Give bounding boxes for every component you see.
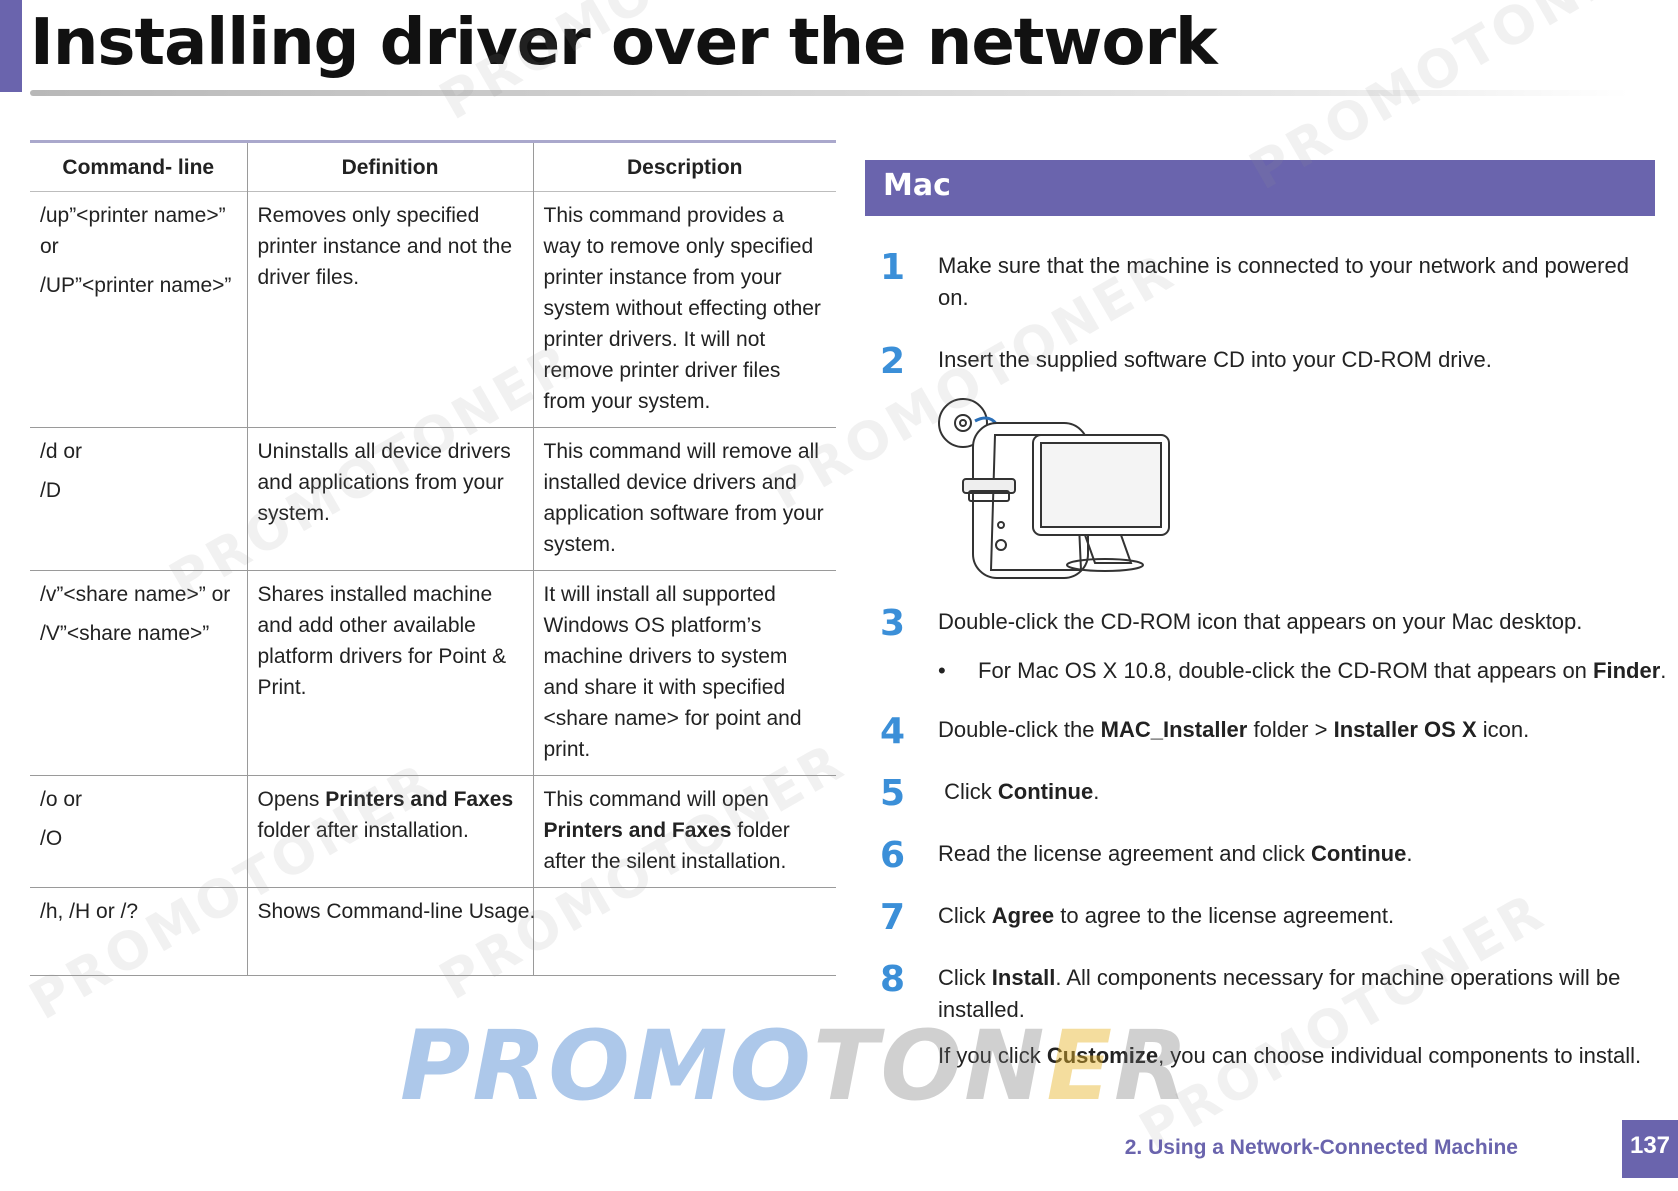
step-number: 4 (880, 711, 906, 752)
step-text: Double-click the CD-ROM icon that appear… (938, 609, 1583, 634)
page-number: 137 (1622, 1120, 1678, 1178)
step-text: . (1093, 779, 1100, 804)
description-cell: This command provides a way to remove on… (532, 191, 836, 428)
step-text: Click (938, 779, 998, 804)
step-text: Make sure that the machine is connected … (938, 253, 1629, 310)
step-bold-text: MAC_Installer (1100, 717, 1248, 742)
step-text: . All components necessary for machine o… (938, 965, 1621, 1022)
step-bold-text: Continue (1311, 841, 1407, 866)
definition-cell: Shows Command-line Usage. (246, 887, 535, 976)
command-text: /V”<share name>” (40, 622, 210, 645)
step-number: 3 (880, 603, 906, 644)
title-accent-bar (0, 0, 22, 92)
customize-note: If you click Customize, you can choose i… (938, 1040, 1668, 1072)
mac-section-title: Mac (883, 168, 951, 203)
step-text: Double-click the (938, 717, 1101, 742)
command-text: /h, /H or /? (40, 900, 139, 923)
column-header-description: Description (532, 141, 836, 192)
command-text: /v”<share name>” or (40, 583, 231, 606)
description-cell: This command will remove all installed d… (532, 427, 836, 571)
definition-cell: Shares installed machine and add other a… (246, 570, 533, 776)
step-number: 2 (880, 341, 906, 382)
footer-section-label: 2. Using a Network-Connected Machine (1124, 1136, 1518, 1159)
step-text: Read the license agreement and click (938, 841, 1311, 866)
bullet-text: For Mac OS X 10.8, double-click the CD-R… (978, 658, 1594, 683)
cd-insert-illustration (938, 398, 1170, 579)
definition-cell: Uninstalls all device drivers and applic… (246, 427, 533, 571)
table-row: /up”<printer name>” or /UP”<printer name… (30, 191, 836, 428)
step-bold-text: Install (991, 965, 1056, 990)
command-text: /d or (40, 440, 83, 463)
description-bold-text: Printers and Faxes (543, 819, 732, 842)
step-text: folder > (1247, 717, 1334, 742)
note-bold-text: Customize (1046, 1043, 1159, 1068)
mac-section-header: Mac (865, 160, 1655, 216)
command-text: /O (40, 827, 63, 850)
note-text: If you click (938, 1043, 1047, 1068)
command-text: /up”<printer name>” or (40, 204, 226, 258)
definition-bold-text: Printers and Faxes (325, 788, 514, 811)
table-row: /h, /H or /? Shows Command-line Usage. (30, 887, 836, 976)
bullet-bold-text: Finder (1593, 658, 1661, 683)
command-line-table: Command- line Definition Description /up… (30, 140, 836, 976)
table-row: /v”<share name>” or /V”<share name>” Sha… (30, 570, 836, 776)
step-text: icon. (1476, 717, 1530, 742)
step-number: 7 (880, 897, 906, 938)
definition-text: Opens (257, 788, 326, 811)
promotoner-watermark-logo: PROMOTONER (400, 1010, 1190, 1122)
bullet-dot: • (938, 658, 946, 683)
description-text: folder after the silent installation. (543, 819, 790, 873)
definition-cell: Opens Printers and Faxes folder after in… (246, 775, 533, 888)
note-text: , you can choose individual components t… (1158, 1043, 1642, 1068)
command-text: /D (40, 479, 61, 502)
step-number: 1 (880, 247, 906, 288)
step-number: 6 (880, 835, 906, 876)
step-text: Click (938, 903, 992, 928)
description-cell: It will install all supported Windows OS… (532, 570, 836, 776)
title-divider (30, 90, 1630, 96)
table-header-row: Command- line Definition Description (30, 141, 836, 192)
step-bold-text: Continue (997, 779, 1094, 804)
command-text: /o or (40, 788, 83, 811)
command-cell: /up”<printer name>” or /UP”<printer name… (30, 191, 247, 428)
command-cell: /h, /H or /? (30, 887, 247, 976)
command-cell: /v”<share name>” or /V”<share name>” (30, 570, 247, 776)
step-text: . (1406, 841, 1413, 866)
column-header-definition: Definition (246, 141, 533, 192)
step-bold-text: Installer OS X (1333, 717, 1477, 742)
command-text: /UP”<printer name>” (40, 274, 232, 297)
step-bold-text: Agree (991, 903, 1055, 928)
table-row: /o or /O Opens Printers and Faxes folder… (30, 775, 836, 888)
bullet-text: . (1660, 658, 1667, 683)
command-cell: /o or /O (30, 775, 247, 888)
command-cell: /d or /D (30, 427, 247, 571)
table-row: /d or /D Uninstalls all device drivers a… (30, 427, 836, 571)
step-number: 5 (880, 773, 906, 814)
page-title: Installing driver over the network (30, 6, 1218, 80)
description-cell (532, 887, 836, 976)
definition-cell: Removes only specified printer instance … (246, 191, 533, 428)
step-number: 8 (880, 959, 906, 1000)
definition-text: folder after installation. (257, 819, 469, 842)
step-text: to agree to the license agreement. (1054, 903, 1395, 928)
description-text: This command will open (543, 788, 769, 811)
description-cell: This command will open Printers and Faxe… (532, 775, 836, 888)
column-header-command: Command- line (62, 155, 215, 179)
step-text: Insert the supplied software CD into you… (938, 347, 1492, 372)
step-text: Click (938, 965, 992, 990)
